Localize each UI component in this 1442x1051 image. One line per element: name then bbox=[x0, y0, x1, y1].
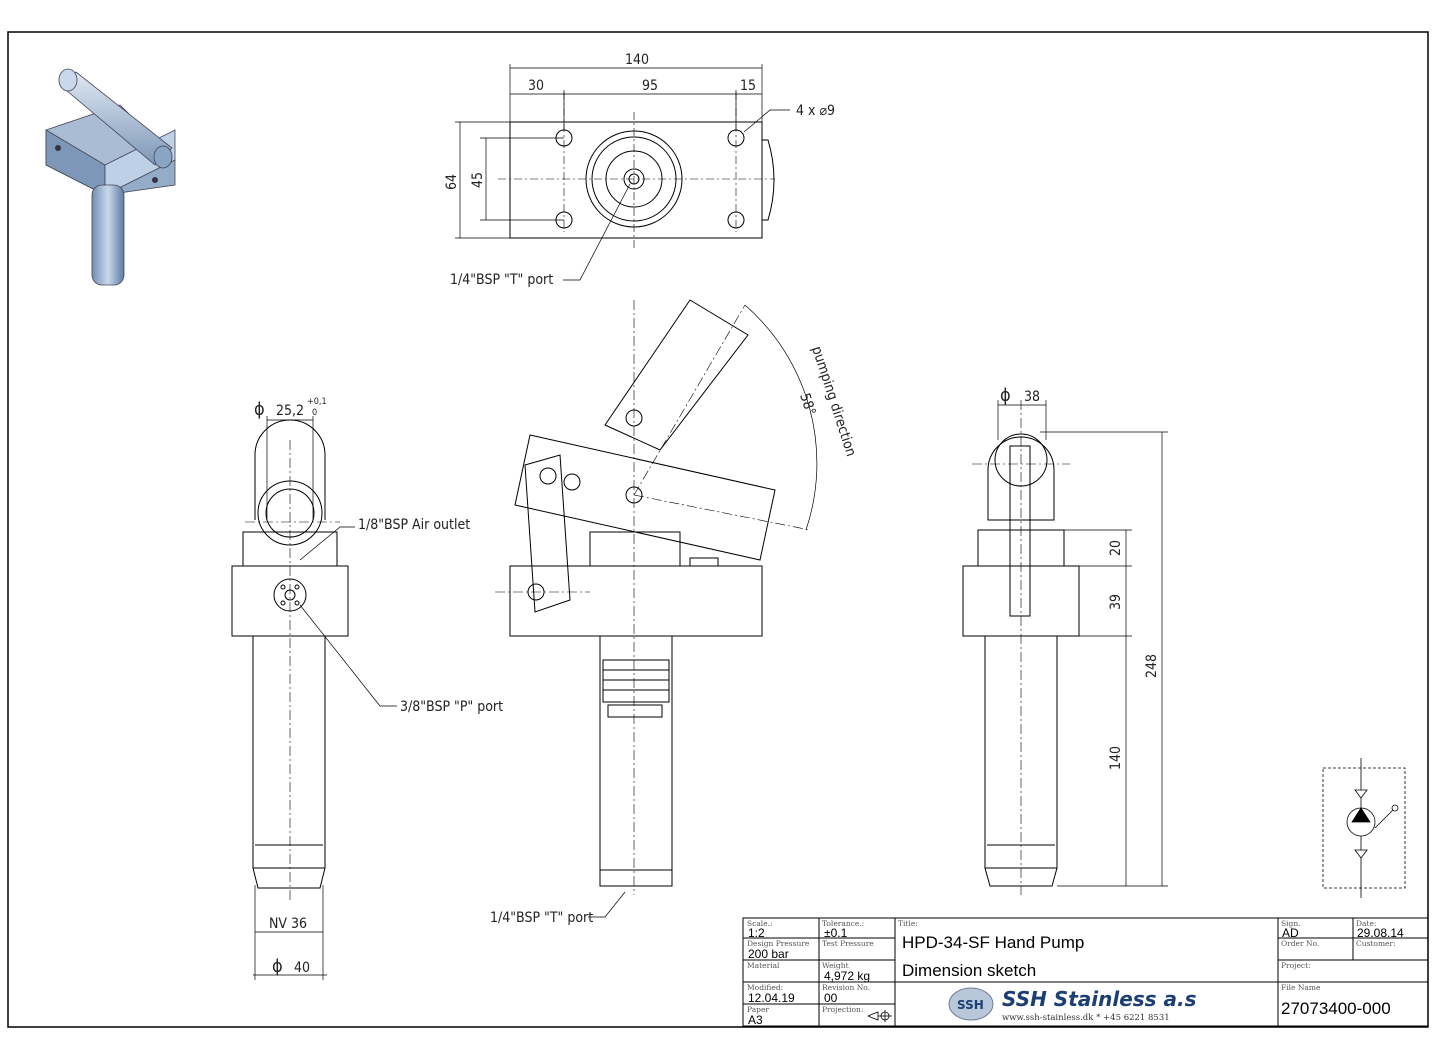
right-view-dims: ϕ 38 20 39 248 140 bbox=[1000, 385, 1160, 770]
nv-36: NV 36 bbox=[269, 916, 307, 932]
isometric-view bbox=[45, 68, 176, 286]
revision-label: Revision No. bbox=[822, 983, 870, 992]
top-view-dims: 140 30 95 15 64 45 4 x ⌀9 1/4"BSP "T" po… bbox=[444, 52, 835, 288]
t-port-bottom-label: 1/4"BSP "T" port bbox=[490, 910, 593, 926]
design-pressure-value: 200 bar bbox=[748, 947, 789, 961]
design-pressure-label: Design Pressure bbox=[747, 939, 810, 948]
weight-label: Weight bbox=[822, 961, 849, 970]
filename-value: 27073400-000 bbox=[1281, 999, 1391, 1018]
dim-38: 38 bbox=[1024, 389, 1040, 405]
dia-symbol-base: ϕ bbox=[272, 956, 283, 977]
modified-value: 12.04.19 bbox=[748, 991, 795, 1005]
p-port-label: 3/8"BSP "P" port bbox=[400, 699, 503, 715]
dim-40: 40 bbox=[294, 960, 310, 976]
weight-value: 4,972 kg bbox=[824, 969, 870, 983]
t-port-top-label: 1/4"BSP "T" port bbox=[450, 272, 553, 288]
angle-58: 58° bbox=[796, 391, 818, 417]
title-line-1: HPD-34-SF Hand Pump bbox=[902, 933, 1084, 952]
tolerance-label: Tolerance.: bbox=[822, 919, 864, 928]
revision-value: 00 bbox=[824, 991, 838, 1005]
sign-label: Sign. bbox=[1281, 919, 1301, 928]
drawing-frame bbox=[7, 31, 1429, 1028]
dim-95: 95 bbox=[642, 78, 658, 94]
right-view bbox=[962, 400, 1168, 895]
dim-39: 39 bbox=[1108, 594, 1124, 610]
paper-value: A3 bbox=[748, 1013, 763, 1027]
air-outlet-label: 1/8"BSP Air outlet bbox=[358, 517, 470, 533]
front-view-dims: ϕ 25,2 +0,1 0 1/8"BSP Air outlet 3/8"BSP… bbox=[254, 397, 503, 977]
dim-64: 64 bbox=[444, 174, 460, 190]
dim-140-top: 140 bbox=[625, 52, 649, 68]
title-block-text: Scale.: 1:2 Tolerance.: ±0.1 Design Pres… bbox=[747, 919, 1404, 1027]
date-label: Date: bbox=[1356, 919, 1376, 928]
tol-lower: 0 bbox=[312, 408, 317, 418]
front-view bbox=[231, 416, 397, 980]
side-view bbox=[495, 299, 818, 918]
title-line-2: Dimension sketch bbox=[902, 961, 1036, 980]
projection-label: Projection: bbox=[822, 1005, 863, 1014]
test-pressure-label: Test Pressure bbox=[822, 939, 874, 948]
dia-symbol-right: ϕ bbox=[1000, 385, 1011, 406]
dim-140-right: 140 bbox=[1108, 746, 1124, 770]
company-contact: www.ssh-stainless.dk * +45 6221 8531 bbox=[1002, 1013, 1170, 1023]
filename-label: File Name bbox=[1281, 983, 1321, 992]
dim-20: 20 bbox=[1108, 540, 1124, 556]
dia-symbol-front: ϕ bbox=[254, 399, 265, 420]
paper-label: Paper bbox=[747, 1005, 769, 1014]
sign-value: AD bbox=[1282, 926, 1299, 940]
tolerance-value: ±0.1 bbox=[824, 926, 848, 940]
scale-label: Scale.: bbox=[747, 919, 773, 928]
date-value: 29.08.14 bbox=[1357, 926, 1404, 940]
project-label: Project: bbox=[1281, 961, 1311, 970]
company-name: SSH Stainless a.s bbox=[1002, 987, 1197, 1011]
tol-upper: +0,1 bbox=[307, 397, 327, 407]
holes-callout: 4 x ⌀9 bbox=[796, 103, 835, 119]
scale-value: 1:2 bbox=[748, 926, 765, 940]
company-logo-text: SSH bbox=[957, 998, 984, 1012]
dim-25-2: 25,2 bbox=[276, 403, 304, 419]
material-label: Material bbox=[747, 961, 780, 970]
hydraulic-pump-symbol bbox=[1322, 758, 1406, 898]
title-label: Title: bbox=[898, 919, 918, 928]
dim-15: 15 bbox=[740, 78, 756, 94]
top-view bbox=[455, 64, 790, 281]
customer-label: Customer: bbox=[1356, 939, 1396, 948]
dim-248: 248 bbox=[1144, 654, 1160, 678]
title-block bbox=[742, 917, 1429, 1027]
order-label: Order No. bbox=[1281, 939, 1319, 948]
modified-label: Modified: bbox=[747, 983, 783, 992]
dim-45: 45 bbox=[470, 172, 486, 188]
dim-30: 30 bbox=[528, 78, 544, 94]
